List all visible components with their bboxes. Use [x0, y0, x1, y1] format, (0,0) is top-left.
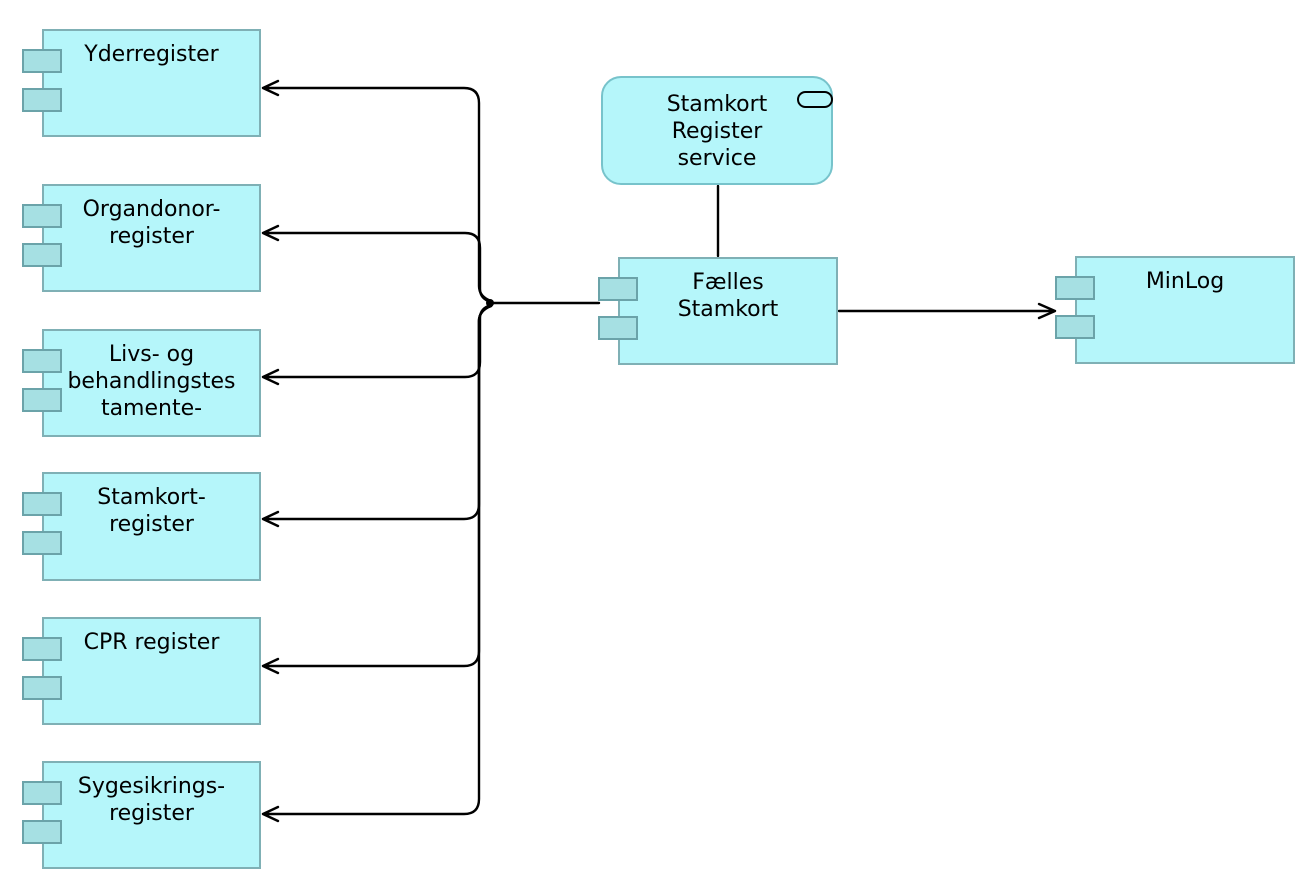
- connector-to-cprregister: [261, 304, 493, 675]
- component-organdonorregister[interactable]: Organdonor- register: [22, 184, 261, 292]
- label-line: tamente-: [100, 396, 203, 421]
- port-icon: [22, 49, 62, 73]
- service-label: Stamkort Register service: [603, 91, 831, 172]
- port-icon: [598, 277, 638, 301]
- component-label: Organdonor- register: [44, 196, 259, 250]
- label-line: Register: [671, 119, 763, 144]
- connector-faelles-to-minlog: [837, 302, 1057, 320]
- port-icon: [22, 676, 62, 700]
- port-icon: [1055, 276, 1095, 300]
- component-label: Fælles Stamkort: [620, 269, 836, 323]
- label-line: Stamkort: [666, 92, 768, 117]
- port-icon: [22, 492, 62, 516]
- connector-to-yderregister: [261, 79, 493, 303]
- port-icon: [22, 204, 62, 228]
- port-icon: [22, 388, 62, 412]
- component-sygesikringsregister[interactable]: Sygesikrings- register: [22, 761, 261, 869]
- port-icon: [598, 316, 638, 340]
- label-line: Stamkort: [677, 297, 779, 322]
- connector-to-livstestamente: [261, 303, 493, 386]
- connector-to-organdonorregister: [261, 224, 493, 304]
- component-yderregister[interactable]: Yderregister: [22, 29, 261, 137]
- junction-dot: [486, 299, 494, 307]
- label-line: Yderregister: [84, 42, 219, 67]
- port-icon: [1055, 315, 1095, 339]
- port-icon: [22, 243, 62, 267]
- port-icon: [22, 820, 62, 844]
- connector-to-sygesikringsregister: [261, 304, 493, 823]
- port-icon: [22, 531, 62, 555]
- component-cprregister[interactable]: CPR register: [22, 617, 261, 725]
- interface-icon: [797, 91, 833, 108]
- node-stamkort-register-service[interactable]: Stamkort Register service: [601, 76, 833, 185]
- connector-to-stamkortregister: [261, 304, 493, 528]
- label-line: behandlingstes: [67, 369, 236, 394]
- component-faelles-stamkort[interactable]: Fælles Stamkort: [598, 257, 838, 365]
- port-icon: [22, 88, 62, 112]
- component-livstestamente[interactable]: Livs- og behandlingstes tamente-: [22, 329, 261, 437]
- component-stamkortregister[interactable]: Stamkort- register: [22, 472, 261, 581]
- label-line: Stamkort-: [97, 485, 206, 510]
- component-label: CPR register: [44, 629, 259, 656]
- port-icon: [22, 637, 62, 661]
- label-line: Fælles: [692, 270, 764, 295]
- label-line: service: [677, 146, 757, 171]
- component-label: MinLog: [1077, 268, 1293, 295]
- label-line: MinLog: [1145, 269, 1225, 294]
- component-label: Sygesikrings- register: [44, 773, 259, 827]
- port-icon: [22, 349, 62, 373]
- label-line: register: [109, 801, 194, 826]
- label-line: CPR register: [83, 630, 220, 655]
- label-line: register: [109, 224, 194, 249]
- component-label: Livs- og behandlingstes tamente-: [44, 341, 259, 422]
- component-label: Yderregister: [44, 41, 259, 68]
- label-line: Organdonor-: [82, 197, 221, 222]
- component-label: Stamkort- register: [44, 484, 259, 538]
- label-line: Livs- og: [108, 342, 195, 367]
- label-line: Sygesikrings-: [77, 774, 226, 799]
- component-minlog[interactable]: MinLog: [1055, 256, 1295, 364]
- label-line: register: [109, 512, 194, 537]
- port-icon: [22, 781, 62, 805]
